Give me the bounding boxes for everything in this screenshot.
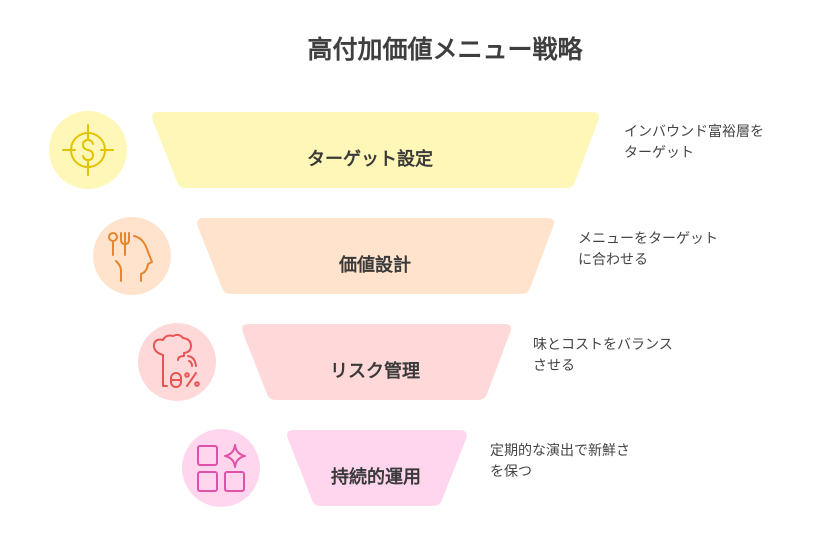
- icon-circle: [93, 217, 171, 295]
- step-label: ターゲット設定: [307, 148, 433, 170]
- funnel-segment: [197, 218, 555, 294]
- step-label: 価値設計: [338, 254, 411, 276]
- step-value-design: 価値設計 メニューをターゲットに合わせる: [93, 217, 718, 295]
- step-label: 持続的運用: [331, 466, 421, 488]
- icon-circle: [182, 429, 260, 507]
- step-sustainable-operation: 持続的運用 定期的な演出で新鮮さを保つ: [182, 429, 630, 507]
- dining-head-icon: [108, 232, 153, 282]
- step-description: 定期的な演出で新鮮さを保つ: [490, 443, 630, 480]
- step-risk-management: リスク管理 味とコストをバランスさせる: [138, 323, 673, 401]
- step-description: インバウンド富裕層をターゲット: [624, 123, 764, 161]
- step-description: メニューをターゲットに合わせる: [578, 231, 718, 268]
- grid-sparkle-icon: [197, 444, 246, 492]
- target-dollar-icon: [62, 124, 114, 176]
- funnel-segment: [242, 324, 512, 400]
- chef-percent-icon: [152, 333, 200, 388]
- funnel-segment: [152, 112, 600, 188]
- step-targeting: ターゲット設定 インバウンド富裕層をターゲット: [49, 111, 764, 189]
- funnel-segment: [287, 430, 467, 506]
- step-label: リスク管理: [330, 360, 420, 382]
- step-description: 味とコストをバランスさせる: [533, 337, 673, 374]
- diagram-title: 高付加価値メニュー戦略: [307, 35, 583, 64]
